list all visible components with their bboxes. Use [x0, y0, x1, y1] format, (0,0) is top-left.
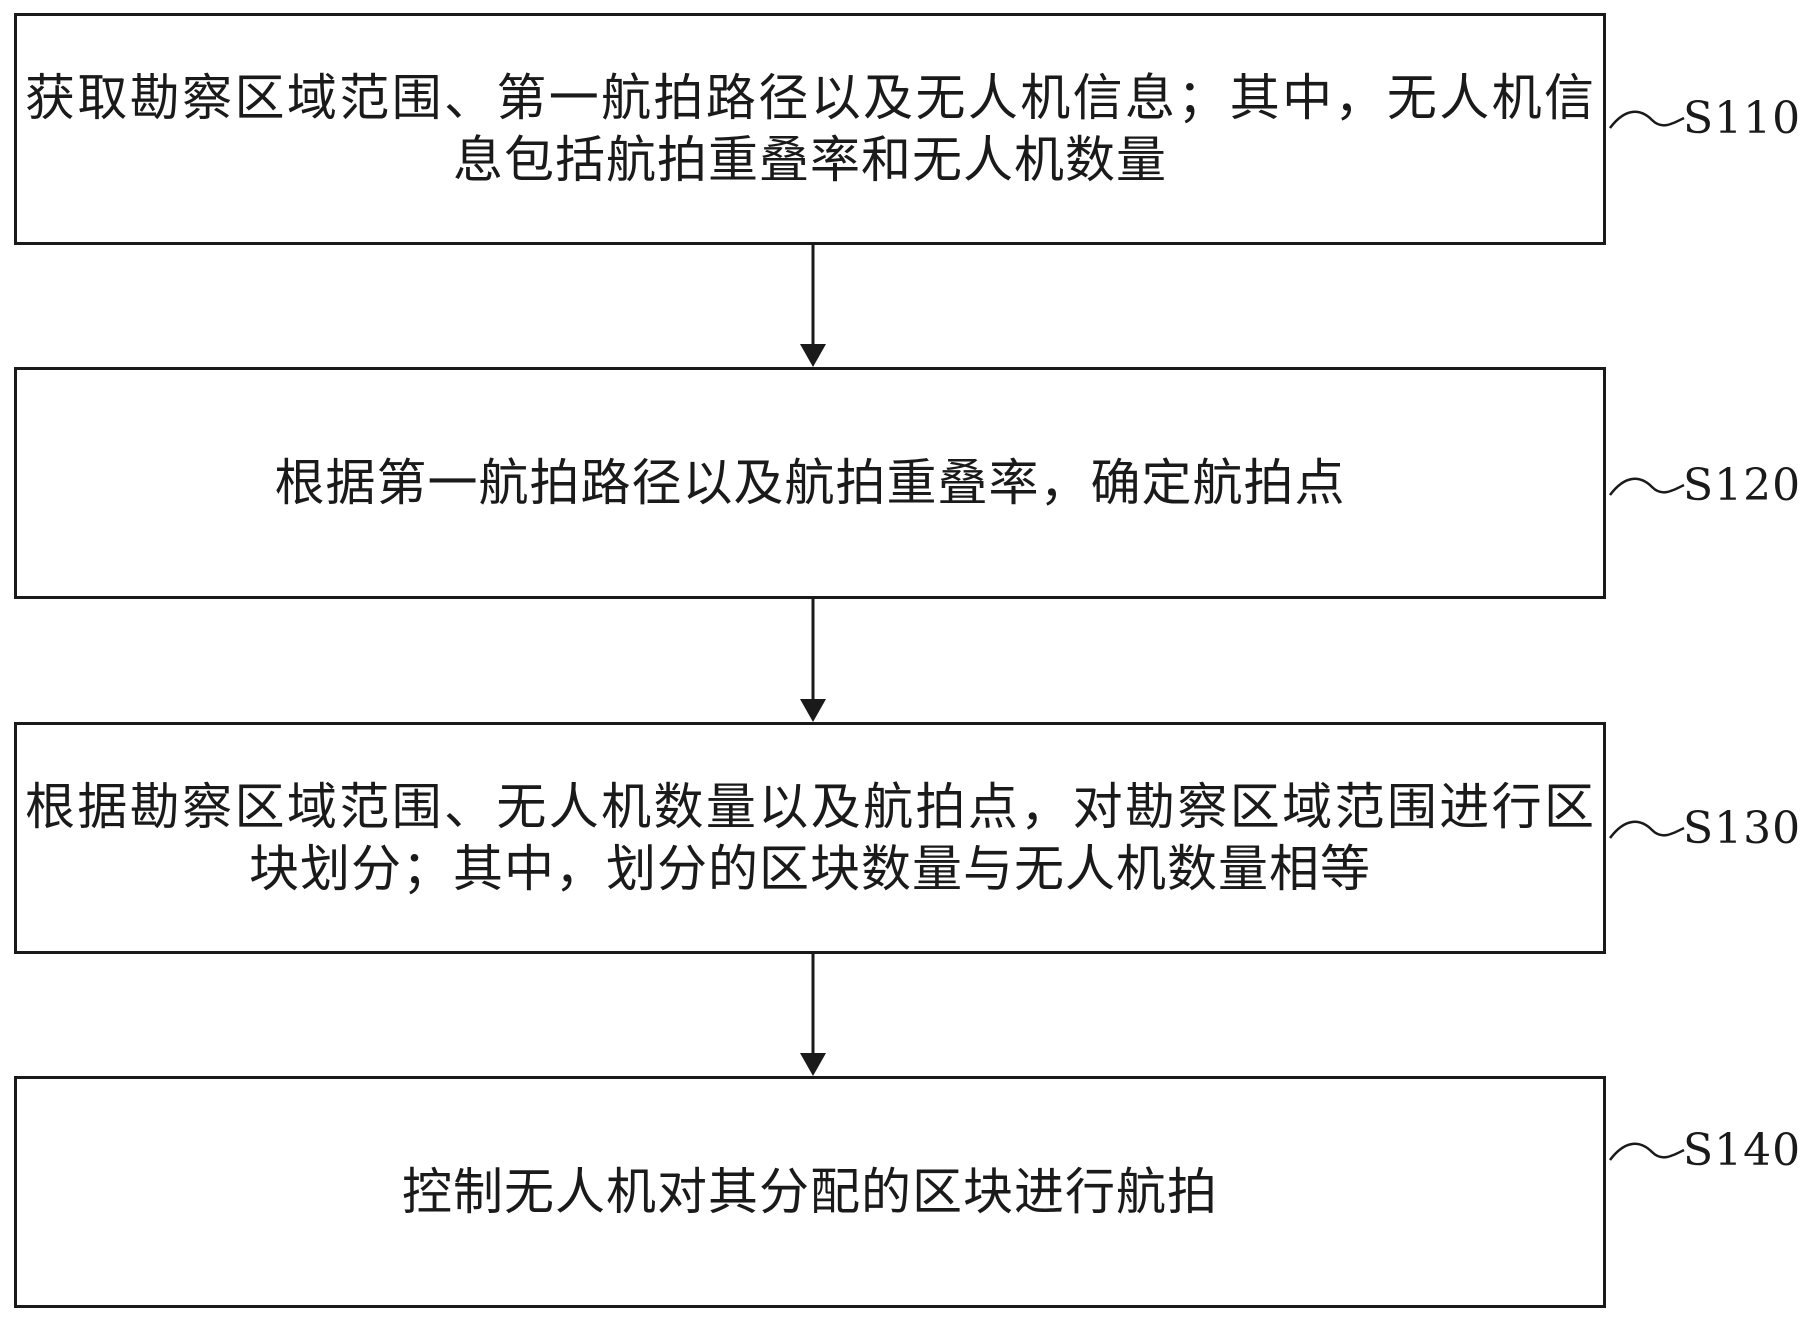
step-text-s140: 控制无人机对其分配的区块进行航拍 [402, 1163, 1218, 1221]
leader-line-s130 [1609, 820, 1685, 839]
step-box-s130: 根据勘察区域范围、无人机数量以及航拍点，对勘察区域范围进行区块划分；其中，划分的… [14, 722, 1606, 954]
arrow-head-icon [800, 1053, 826, 1076]
arrow-s110-to-s120 [800, 245, 826, 367]
arrow-s120-to-s130 [800, 599, 826, 722]
arrow-s130-to-s140 [800, 954, 826, 1076]
step-text-s130: 根据勘察区域范围、无人机数量以及航拍点，对勘察区域范围进行区块划分；其中，划分的… [25, 778, 1595, 898]
step-text-s120: 根据第一航拍路径以及航拍重叠率，确定航拍点 [274, 454, 1346, 512]
arrow-head-icon [800, 699, 826, 722]
leader-line-s140 [1609, 1142, 1685, 1161]
step-label-s110: S110 [1683, 93, 1802, 144]
step-label-s130: S130 [1683, 803, 1802, 854]
arrow-head-icon [800, 344, 826, 367]
step-box-s120: 根据第一航拍路径以及航拍重叠率，确定航拍点 [14, 367, 1606, 599]
step-text-s110: 获取勘察区域范围、第一航拍路径以及无人机信息；其中，无人机信息包括航拍重叠率和无… [25, 69, 1595, 189]
leader-line-s110 [1609, 110, 1685, 129]
step-label-s120: S120 [1683, 460, 1802, 511]
step-box-s110: 获取勘察区域范围、第一航拍路径以及无人机信息；其中，无人机信息包括航拍重叠率和无… [14, 13, 1606, 245]
step-label-s140: S140 [1683, 1125, 1802, 1176]
step-box-s140: 控制无人机对其分配的区块进行航拍 [14, 1076, 1606, 1308]
leader-line-s120 [1609, 477, 1685, 496]
